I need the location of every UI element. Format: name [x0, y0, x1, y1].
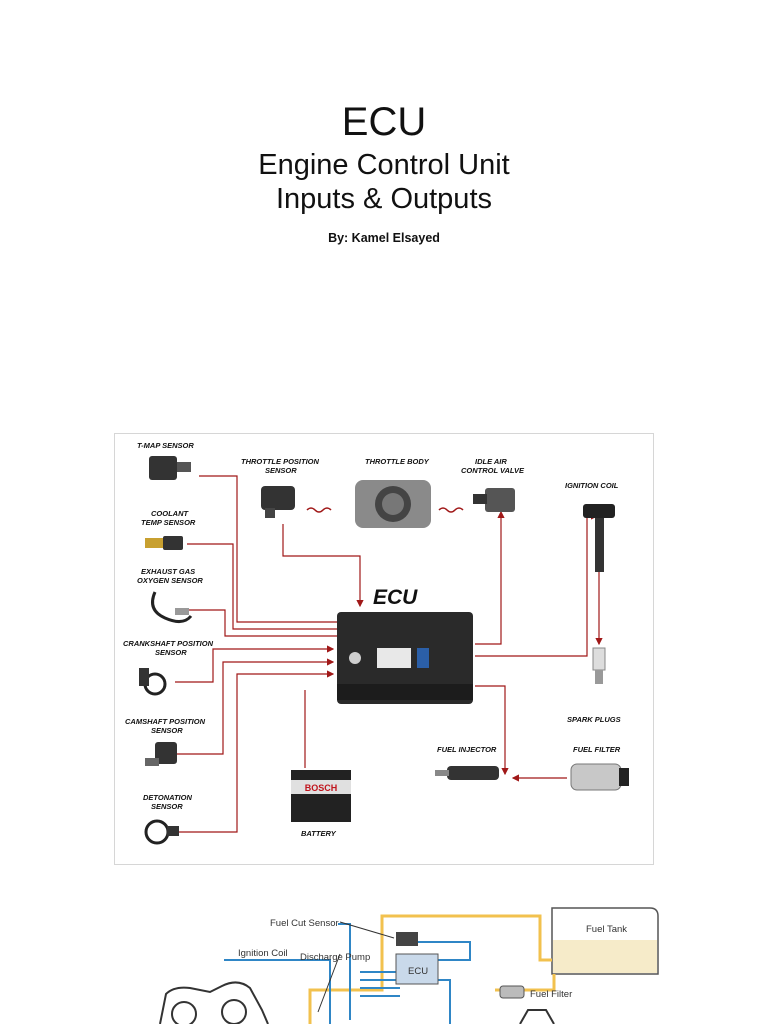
fuel-injector	[435, 766, 499, 780]
tmap-sensor	[149, 456, 191, 480]
ecu-label: ECU	[373, 586, 418, 609]
coolant-temp-sensor	[145, 536, 183, 550]
label-ignition-coil: IGNITION COIL	[565, 481, 619, 490]
fuel-filter	[570, 763, 629, 791]
camshaft-sensor	[145, 742, 177, 766]
engine-outline	[159, 981, 555, 1024]
detonation-sensor	[144, 819, 179, 845]
label-ignition-coil: Ignition Coil	[238, 948, 288, 959]
slide-subtitle-line1: Engine Control Unit	[258, 149, 510, 181]
idle-air-control-valve	[473, 488, 515, 512]
leader-lines	[317, 921, 395, 1013]
slide-title: ECU	[341, 100, 427, 144]
label-fuel-filter: Fuel Filter	[530, 989, 572, 1000]
fuel-tank: Fuel Tank	[551, 907, 659, 975]
label-fuel-filter: FUEL FILTER	[573, 745, 621, 754]
label-battery: BATTERY	[301, 829, 337, 838]
slide-subtitle-line2: Inputs & Outputs	[275, 183, 492, 215]
label-tmap-sensor: T-MAP SENSOR	[137, 441, 194, 450]
fuel-system-diagram-svg: Fuel Tank ECU Fuel Filter Fuel Cut S	[159, 907, 659, 1024]
ecu-unit	[337, 612, 473, 704]
fuel-system-diagram: Fuel Tank ECU Fuel Filter Fuel Cut S	[150, 880, 670, 1024]
fuel-cut-sensor	[396, 932, 418, 946]
spark-plug	[592, 647, 606, 684]
fuel-filter: Fuel Filter	[499, 985, 572, 1000]
label-throttle-body: THROTTLE BODY	[365, 457, 430, 466]
ecu-io-diagram-svg: ECU	[123, 441, 629, 845]
mechanical-links	[306, 507, 464, 513]
ignition-coil	[583, 504, 615, 572]
label-ecu: ECU	[408, 966, 428, 977]
throttle-position-sensor	[261, 486, 295, 518]
label-discharge-pump: Discharge Pump	[300, 952, 370, 963]
oxygen-sensor	[151, 591, 193, 623]
crankshaft-sensor	[139, 668, 167, 696]
label-fuel-tank: Fuel Tank	[586, 924, 627, 935]
ecu-io-diagram: ECU	[114, 433, 654, 865]
label-fuel-cut-sensor: Fuel Cut Sensor	[270, 918, 339, 929]
throttle-body	[355, 480, 431, 528]
label-spark-plugs: SPARK PLUGS	[567, 715, 621, 724]
slide-author: By: Kamel Elsayed	[328, 231, 440, 245]
battery-brand: BOSCH	[305, 783, 338, 793]
battery: BOSCH	[291, 770, 351, 822]
label-fuel-injector: FUEL INJECTOR	[437, 745, 497, 754]
wires	[171, 475, 603, 833]
ecu-box: ECU	[395, 953, 439, 985]
